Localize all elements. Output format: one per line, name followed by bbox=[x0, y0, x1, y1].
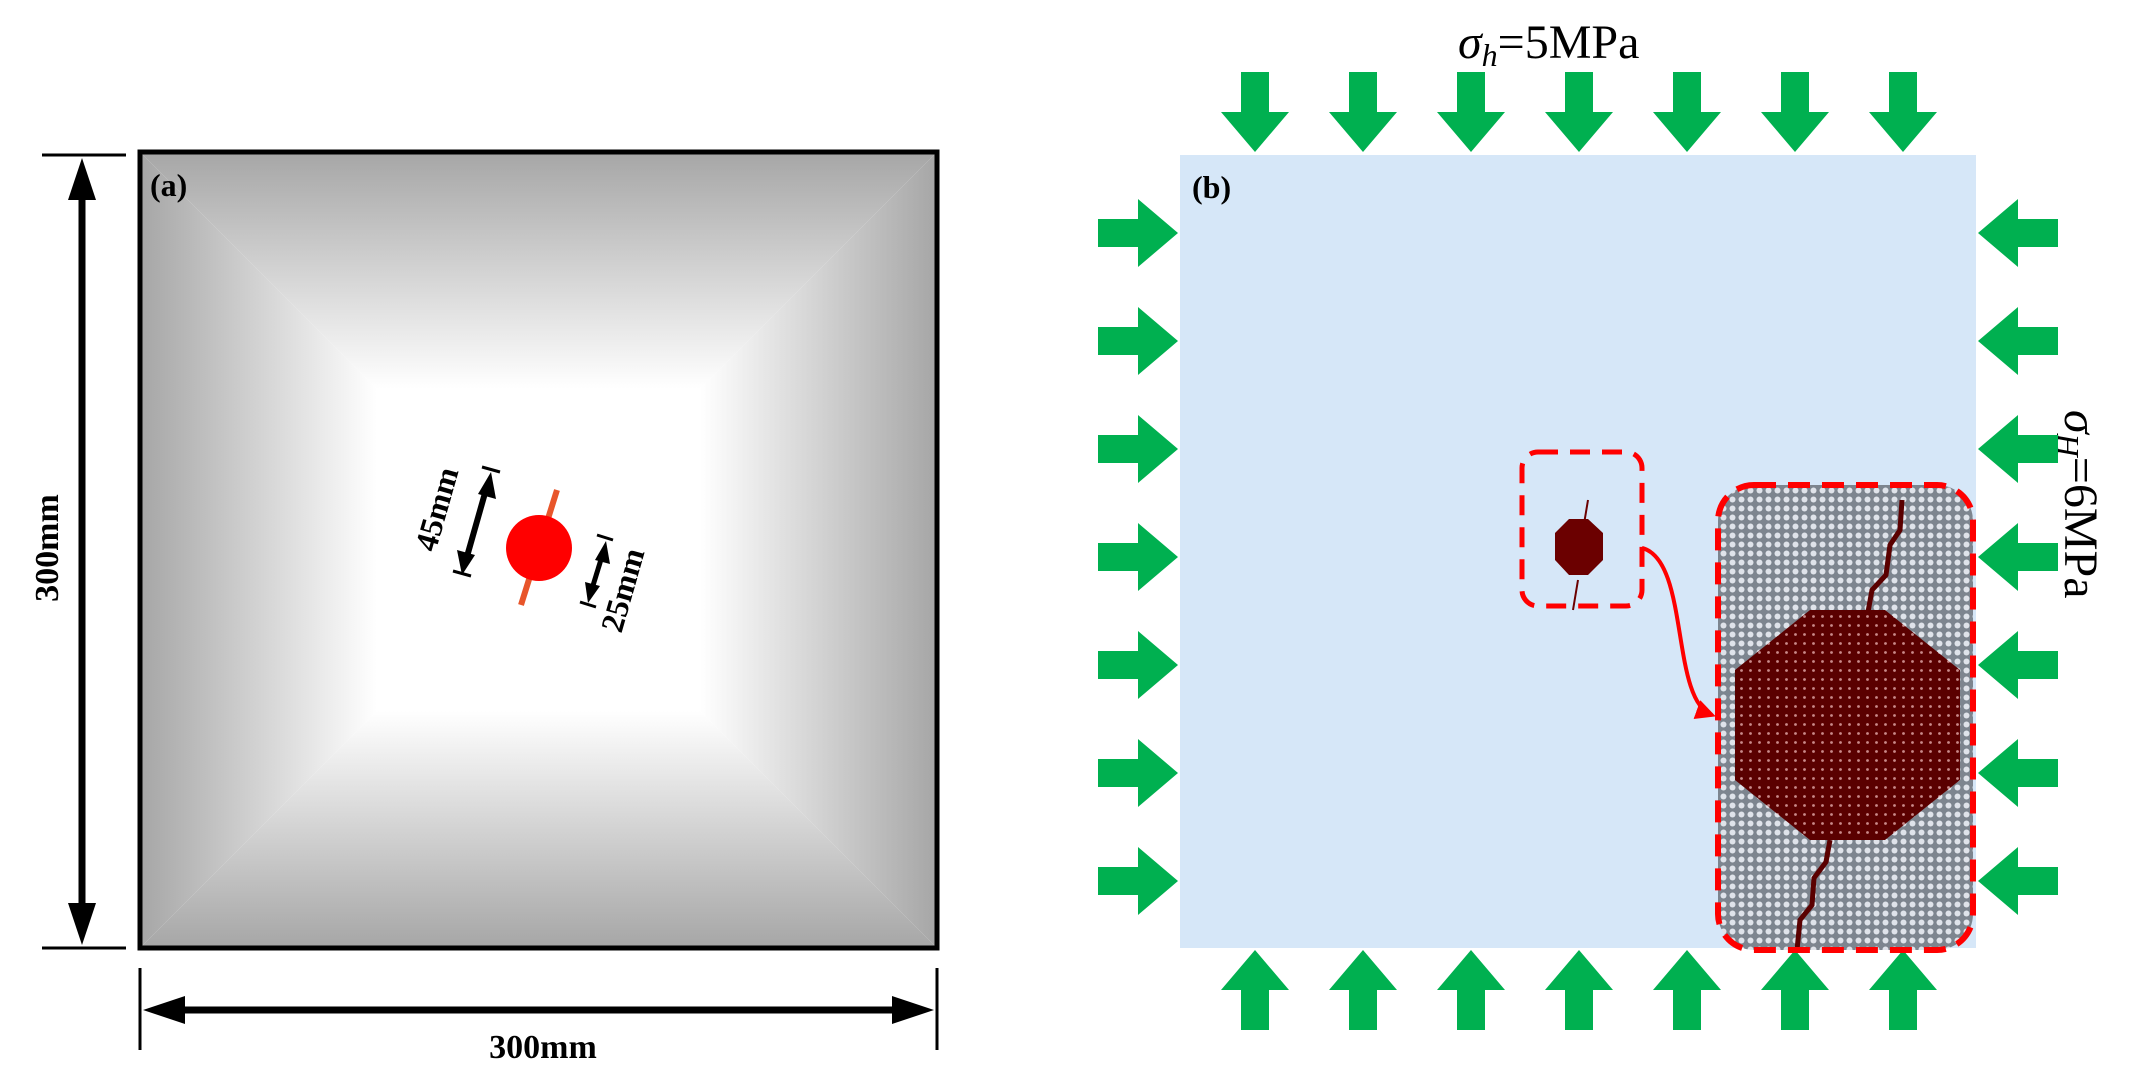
bottom-load-arrow bbox=[1545, 950, 1613, 1030]
top-load-arrow bbox=[1545, 72, 1613, 152]
bottom-load-arrow bbox=[1437, 950, 1505, 1030]
zoom-mesh-view bbox=[1718, 485, 1973, 950]
zoom-connector bbox=[1641, 546, 1716, 719]
top-load-arrow bbox=[1761, 72, 1829, 152]
right-load-arrow bbox=[1978, 631, 2058, 699]
zoom-target-box bbox=[1715, 482, 1976, 953]
top-load-arrow bbox=[1869, 72, 1937, 152]
left-load-arrow bbox=[1098, 847, 1178, 915]
right-load-arrow bbox=[1978, 199, 2058, 267]
bottom-load-arrow bbox=[1653, 950, 1721, 1030]
left-load-arrows bbox=[1098, 199, 1178, 915]
left-load-arrow bbox=[1098, 523, 1178, 591]
bottom-load-arrows bbox=[1221, 950, 1937, 1030]
bottom-load-arrow bbox=[1221, 950, 1289, 1030]
width-dimension bbox=[138, 968, 939, 1050]
right-load-arrows bbox=[1978, 199, 2058, 915]
right-load-arrow bbox=[1978, 307, 2058, 375]
bottom-load-arrow bbox=[1761, 950, 1829, 1030]
top-stress-label: σh=5MPa bbox=[1458, 16, 1639, 73]
top-load-arrow bbox=[1653, 72, 1721, 152]
hole-diameter-dimension bbox=[579, 533, 614, 609]
specimen-plate bbox=[137, 149, 940, 951]
right-load-arrow bbox=[1978, 523, 2058, 591]
top-load-arrow bbox=[1437, 72, 1505, 152]
side-stress-label: σH=6MPa bbox=[2050, 410, 2107, 599]
zoom-source-box bbox=[1519, 449, 1645, 609]
height-dimension bbox=[42, 153, 126, 950]
left-load-arrow bbox=[1098, 739, 1178, 807]
borehole bbox=[506, 515, 572, 581]
top-load-arrow bbox=[1221, 72, 1289, 152]
bottom-load-arrow bbox=[1869, 950, 1937, 1030]
crack-length-dimension bbox=[452, 465, 501, 578]
model-borehole bbox=[1555, 499, 1603, 611]
top-load-arrows bbox=[1221, 72, 1937, 152]
width-label: 300mm bbox=[489, 1029, 597, 1066]
top-load-arrow bbox=[1329, 72, 1397, 152]
panel-b: (b) σh=5MPa σH=6MPa bbox=[1098, 16, 2107, 1030]
panel-a: (a) 300mm 300mm 45m bbox=[29, 149, 940, 1066]
right-load-arrow bbox=[1978, 739, 2058, 807]
left-load-arrow bbox=[1098, 307, 1178, 375]
left-load-arrow bbox=[1098, 199, 1178, 267]
left-load-arrow bbox=[1098, 415, 1178, 483]
left-load-arrow bbox=[1098, 631, 1178, 699]
panel-a-label: (a) bbox=[150, 167, 187, 203]
right-load-arrow bbox=[1978, 415, 2058, 483]
right-load-arrow bbox=[1978, 847, 2058, 915]
height-label: 300mm bbox=[29, 494, 66, 602]
panel-b-label: (b) bbox=[1192, 169, 1231, 205]
bottom-load-arrow bbox=[1329, 950, 1397, 1030]
